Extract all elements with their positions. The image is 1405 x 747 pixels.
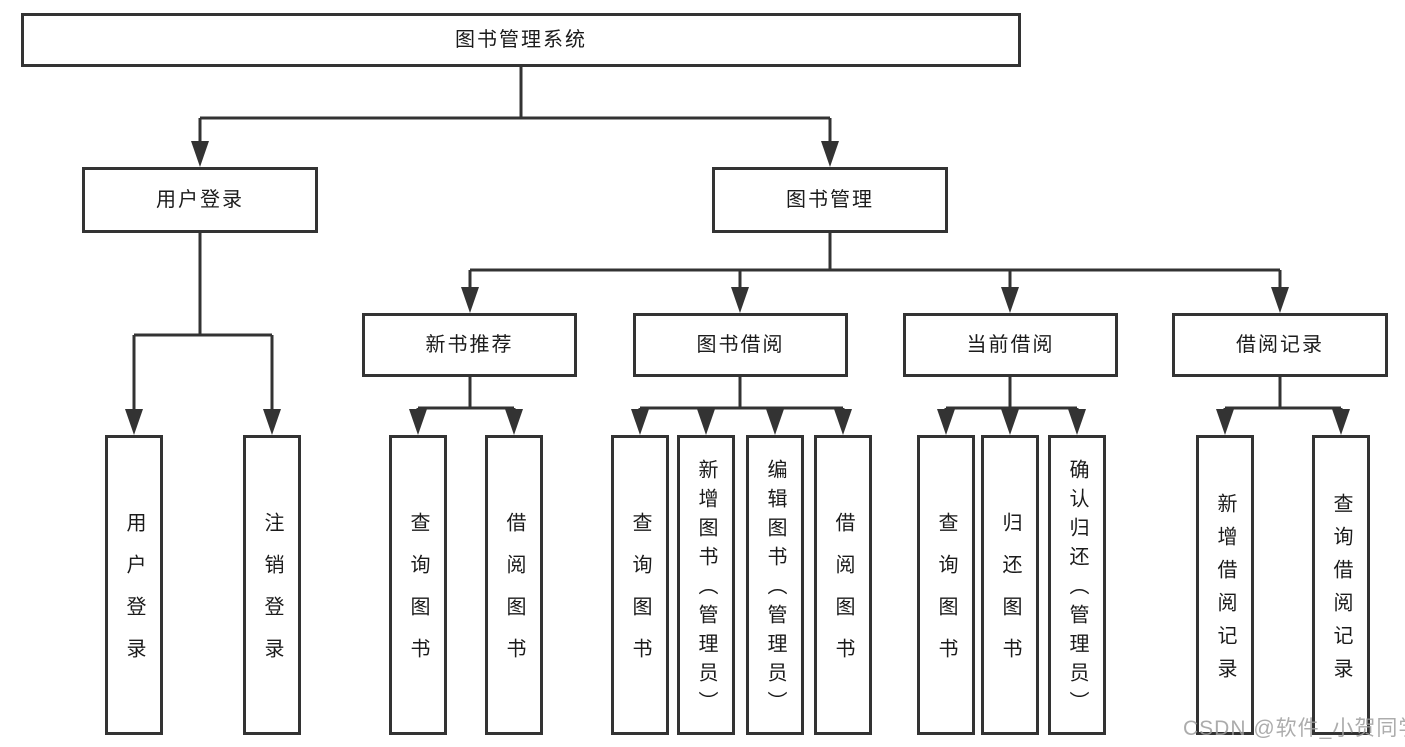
leaf-recommend-borrow-book: 借阅图书 <box>485 435 543 735</box>
node-book-borrow: 图书借阅 <box>633 313 848 377</box>
leaf-return-book: 归还图书 <box>981 435 1039 735</box>
leaf-query-borrow-record: 查询借阅记录 <box>1312 435 1370 735</box>
leaf-confirm-return-admin: 确认归还（管理员） <box>1048 435 1106 735</box>
node-book-management: 图书管理 <box>712 167 948 233</box>
leaf-user-login: 用户登录 <box>105 435 163 735</box>
node-current-borrow: 当前借阅 <box>903 313 1118 377</box>
node-user-login: 用户登录 <box>82 167 318 233</box>
arrowhead-icons <box>125 141 1350 435</box>
leaf-current-query-book: 查询图书 <box>917 435 975 735</box>
leaf-borrow-query-book: 查询图书 <box>611 435 669 735</box>
leaf-add-book-admin: 新增图书（管理员） <box>677 435 735 735</box>
leaf-add-borrow-record: 新增借阅记录 <box>1196 435 1254 735</box>
leaf-logout: 注销登录 <box>243 435 301 735</box>
node-borrow-records: 借阅记录 <box>1172 313 1388 377</box>
csdn-watermark: CSDN @软件_小贺同学 <box>1183 717 1405 740</box>
node-new-book-recommend: 新书推荐 <box>362 313 577 377</box>
leaf-edit-book-admin: 编辑图书（管理员） <box>746 435 804 735</box>
leaf-recommend-query-book: 查询图书 <box>389 435 447 735</box>
node-library-management-system: 图书管理系统 <box>21 13 1021 67</box>
leaf-borrow-book: 借阅图书 <box>814 435 872 735</box>
